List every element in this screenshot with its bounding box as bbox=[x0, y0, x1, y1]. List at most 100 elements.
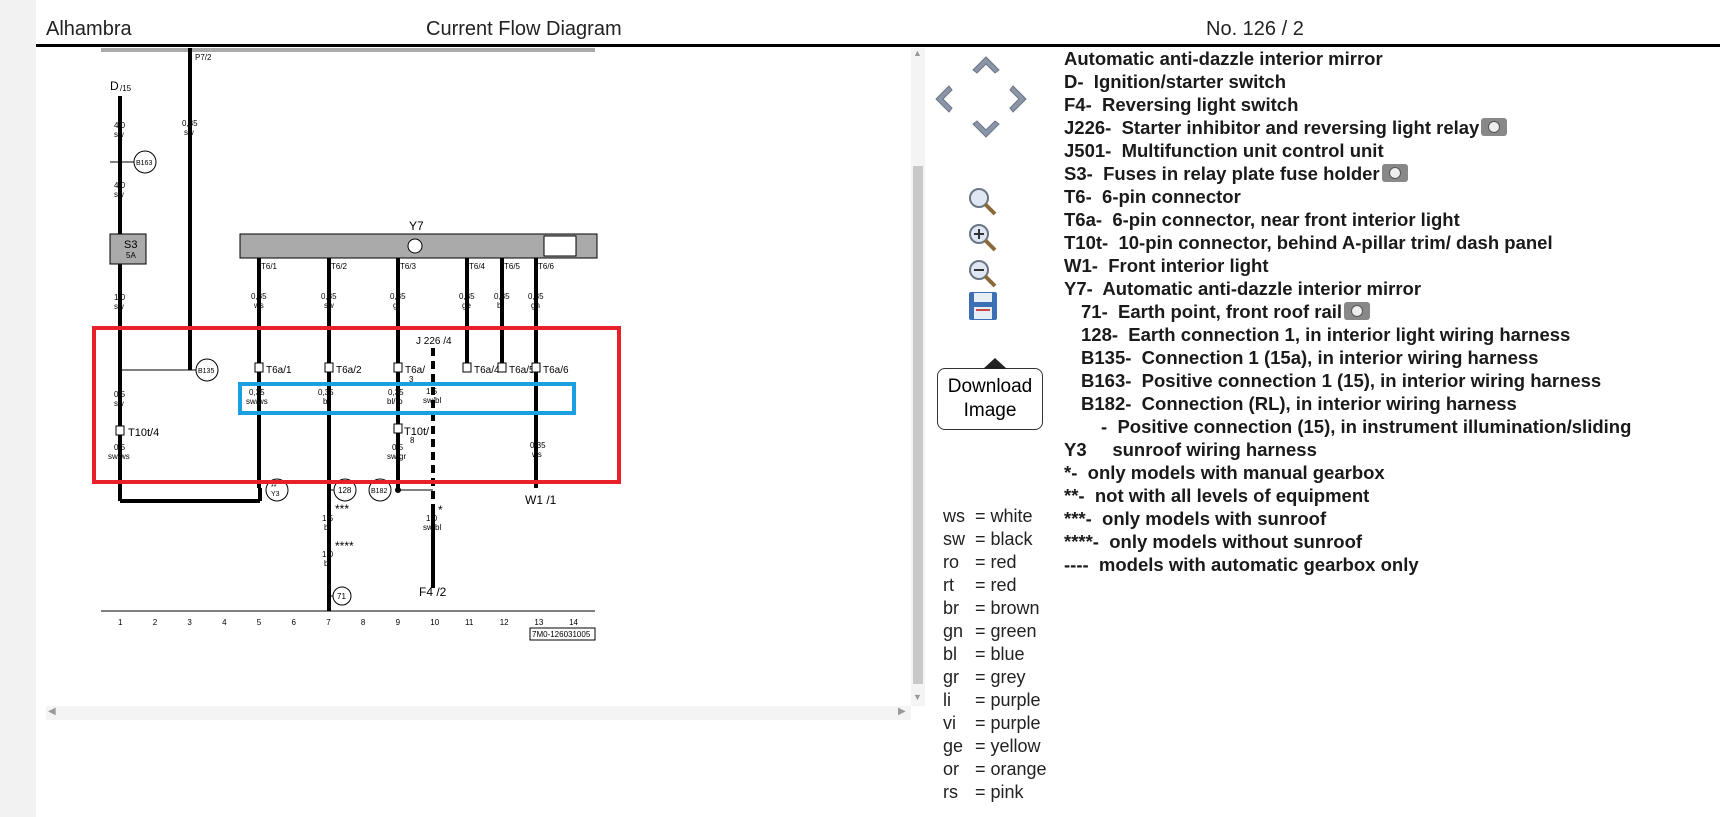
ref-box bbox=[529, 627, 596, 641]
wire-label: 4,0 bbox=[114, 121, 126, 130]
chevron-up-icon[interactable] bbox=[969, 52, 1003, 74]
zoom-out-icon[interactable] bbox=[967, 258, 999, 290]
y3-label: Y3 bbox=[271, 491, 280, 498]
legend-text: J501- Multifunction unit control unit bbox=[1064, 140, 1384, 161]
wire-color: ge bbox=[462, 301, 471, 310]
scroll-left-icon[interactable]: ◀ bbox=[48, 706, 56, 717]
connector-pin bbox=[393, 362, 403, 373]
j226-label: J 226 /4 bbox=[416, 336, 452, 347]
camera-icon[interactable] bbox=[1481, 118, 1508, 136]
scroll-right-icon[interactable]: ▶ bbox=[898, 706, 906, 717]
legend-item: F4- Reversing light switch bbox=[1064, 93, 1720, 116]
scroll-down-icon[interactable]: ▼ bbox=[913, 692, 922, 702]
color-code-row: sw = black bbox=[943, 528, 1073, 551]
wire-label: 1,0 bbox=[114, 293, 126, 302]
wire-color: bl bbox=[497, 301, 503, 310]
color-code-row: bl= blue bbox=[943, 643, 1073, 666]
scroll-thumb[interactable] bbox=[913, 166, 923, 684]
vertical-scrollbar[interactable]: ▲ ▼ bbox=[911, 48, 925, 706]
connector-pin bbox=[462, 362, 472, 373]
download-image-button[interactable]: Download Image bbox=[937, 358, 1043, 430]
wire-size: 0,35 bbox=[459, 292, 475, 301]
legend-text: - Positive connection (15), in instrumen… bbox=[1101, 416, 1632, 437]
earth-128-label: 128 bbox=[338, 486, 352, 495]
connector-pin bbox=[324, 362, 334, 373]
save-icon[interactable] bbox=[968, 291, 998, 321]
star-marker: * bbox=[438, 503, 443, 517]
top-bus-bar bbox=[101, 44, 595, 52]
t10t8-sub: 8 bbox=[410, 436, 415, 445]
wire-label: 1,5 bbox=[426, 387, 438, 396]
diagram-viewport[interactable]: P7/2 0,35 sw D /15 4,0 sw B163 4,0 sw S3… bbox=[46, 44, 921, 706]
zoom-in-icon[interactable] bbox=[967, 222, 999, 254]
b163-connection bbox=[133, 150, 157, 174]
color-code: bl bbox=[943, 644, 958, 664]
diagram-ref: 7M0-126031005 bbox=[532, 630, 591, 639]
wire-label: sw bbox=[114, 399, 124, 408]
component-d: D bbox=[110, 79, 119, 93]
legend-item: Y3 sunroof wiring harness bbox=[1064, 438, 1720, 461]
track-number: 6 bbox=[292, 618, 297, 627]
legend-text: T6- 6-pin connector bbox=[1064, 186, 1241, 207]
color-name: = purple bbox=[975, 713, 1041, 733]
wire-label: sw bbox=[114, 190, 124, 199]
highlight-blue-box bbox=[238, 382, 576, 415]
chevron-down-icon[interactable] bbox=[969, 120, 1003, 142]
w1-label: W1 /1 bbox=[525, 493, 557, 507]
legend-item: Y7- Automatic anti-dazzle interior mirro… bbox=[1064, 277, 1720, 300]
wiring-diagram: P7/2 0,35 sw D /15 4,0 sw B163 4,0 sw S3… bbox=[92, 44, 621, 641]
legend-text: ***- only models with sunroof bbox=[1064, 508, 1327, 529]
connector-pin bbox=[254, 362, 264, 373]
color-code-row: gn= green bbox=[943, 620, 1073, 643]
color-code: sw bbox=[943, 529, 965, 549]
legend-item: ****- only models without sunroof bbox=[1064, 530, 1720, 553]
color-code-row: vi= purple bbox=[943, 712, 1073, 735]
connector-pin bbox=[497, 362, 507, 373]
color-name: = orange bbox=[975, 759, 1047, 779]
legend-item: T6- 6-pin connector bbox=[1064, 185, 1720, 208]
legend-item: *- only models with manual gearbox bbox=[1064, 461, 1720, 484]
wire-color: sw bbox=[324, 301, 334, 310]
legend-text: T6a- 6-pin connector, near front interio… bbox=[1064, 209, 1460, 230]
wire-label: 1,0 bbox=[322, 550, 334, 559]
legend-text: F4- Reversing light switch bbox=[1064, 94, 1299, 115]
legend-item: **- not with all levels of equipment bbox=[1064, 484, 1720, 507]
wire-size: 0,35 bbox=[321, 292, 337, 301]
legend-item: 128- Earth connection 1, in interior lig… bbox=[1064, 323, 1720, 346]
legend-text: Y3 sunroof wiring harness bbox=[1064, 439, 1317, 460]
wire-size: 0,35 bbox=[528, 292, 544, 301]
y3-connection bbox=[265, 478, 289, 502]
pin-label: T6/1 bbox=[261, 262, 278, 271]
b135-connection bbox=[195, 358, 219, 382]
wire-color: ws bbox=[253, 301, 264, 310]
legend-text: Y7- Automatic anti-dazzle interior mirro… bbox=[1064, 278, 1422, 299]
earth-71 bbox=[332, 586, 352, 606]
camera-icon[interactable] bbox=[1381, 164, 1408, 182]
highlight-red-box bbox=[92, 326, 621, 484]
color-code: ws bbox=[943, 506, 965, 526]
chevron-left-icon[interactable] bbox=[931, 82, 953, 116]
wire-label: br bbox=[323, 397, 330, 406]
wire-color: gr bbox=[393, 301, 400, 310]
navigation-panel: Download Image bbox=[931, 48, 1061, 448]
chevron-right-icon[interactable] bbox=[1009, 82, 1031, 116]
bus-label: P7/2 bbox=[195, 53, 212, 62]
wire-label: 0,35 bbox=[530, 441, 546, 450]
legend-text: B182- Connection (RL), in interior wirin… bbox=[1081, 393, 1517, 414]
color-name: = black bbox=[975, 529, 1033, 549]
color-code: rs bbox=[943, 782, 958, 802]
legend-text: S3- Fuses in relay plate fuse holder bbox=[1064, 163, 1380, 184]
scroll-up-icon[interactable]: ▲ bbox=[913, 48, 922, 58]
fuse-s3-label: S3 bbox=[124, 239, 137, 251]
search-icon[interactable] bbox=[967, 186, 999, 218]
y7-label: Y7 bbox=[409, 219, 424, 233]
legend-text: **- not with all levels of equipment bbox=[1064, 485, 1370, 506]
f4-label: F4 /2 bbox=[419, 585, 447, 599]
horizontal-scrollbar[interactable]: ◀ ▶ bbox=[46, 706, 911, 720]
camera-icon[interactable] bbox=[1344, 302, 1371, 320]
vehicle-model: Alhambra bbox=[46, 18, 132, 40]
color-code: ge bbox=[943, 736, 964, 756]
star-marker: **** bbox=[335, 539, 354, 553]
wire-size: 0,35 bbox=[494, 292, 510, 301]
wire-label: 1,5 bbox=[322, 514, 334, 523]
